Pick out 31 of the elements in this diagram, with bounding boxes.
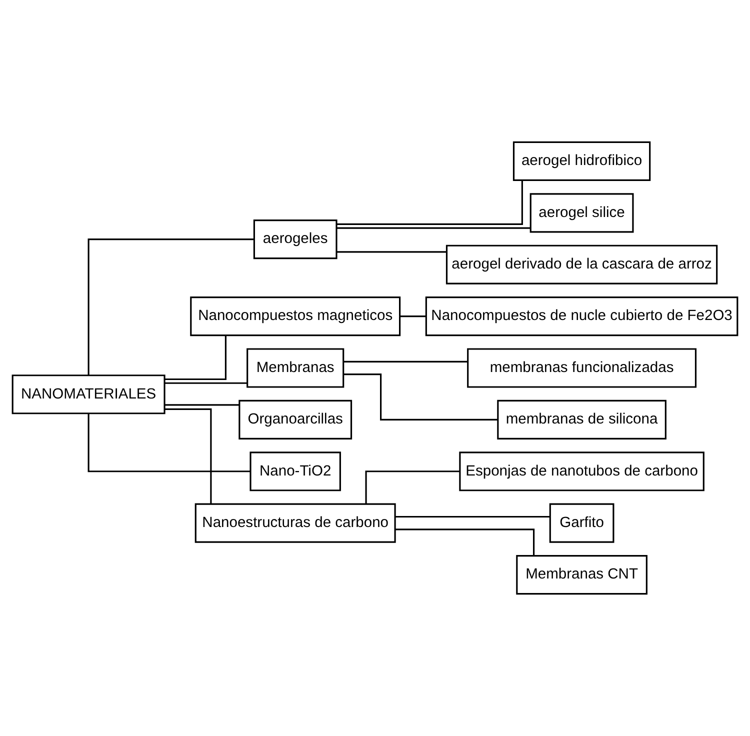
connector <box>395 528 535 556</box>
connector <box>344 374 498 420</box>
node-box: Nanocompuestos magneticos <box>190 296 401 336</box>
connector <box>164 336 226 380</box>
node-box: Membranas <box>246 348 344 388</box>
node-box: Esponjas de nanotubos de carbono <box>459 452 704 492</box>
node-box: Garfito <box>549 503 614 543</box>
node-box: Membranas CNT <box>516 555 648 595</box>
connector <box>395 516 550 518</box>
node-box: membranas de silicona <box>497 400 666 440</box>
connector <box>164 382 248 384</box>
node-box: Nanocompuestos de nucle cubierto de Fe2O3 <box>425 296 738 336</box>
connector <box>336 180 523 225</box>
node-box: aerogel derivado de la cascara de arroz <box>446 244 718 284</box>
node-box: Nano-TiO2 <box>250 452 341 492</box>
node-box: aerogel silice <box>530 193 634 233</box>
connector <box>336 227 530 229</box>
connector <box>164 404 240 406</box>
connector <box>344 360 468 362</box>
node-box: NANOMATERIALES <box>12 374 166 414</box>
connector <box>400 316 426 318</box>
node-box: aerogeles <box>253 220 338 260</box>
connector <box>88 413 250 472</box>
node-box: aerogel hidrofibico <box>512 141 651 181</box>
connector <box>365 470 460 504</box>
node-box: Organoarcillas <box>238 400 352 440</box>
node-box: Nanoestructuras de carbono <box>194 503 396 543</box>
connector <box>164 408 212 504</box>
connector <box>88 238 254 376</box>
connector <box>336 251 447 253</box>
node-box: membranas funcionalizadas <box>467 348 697 388</box>
